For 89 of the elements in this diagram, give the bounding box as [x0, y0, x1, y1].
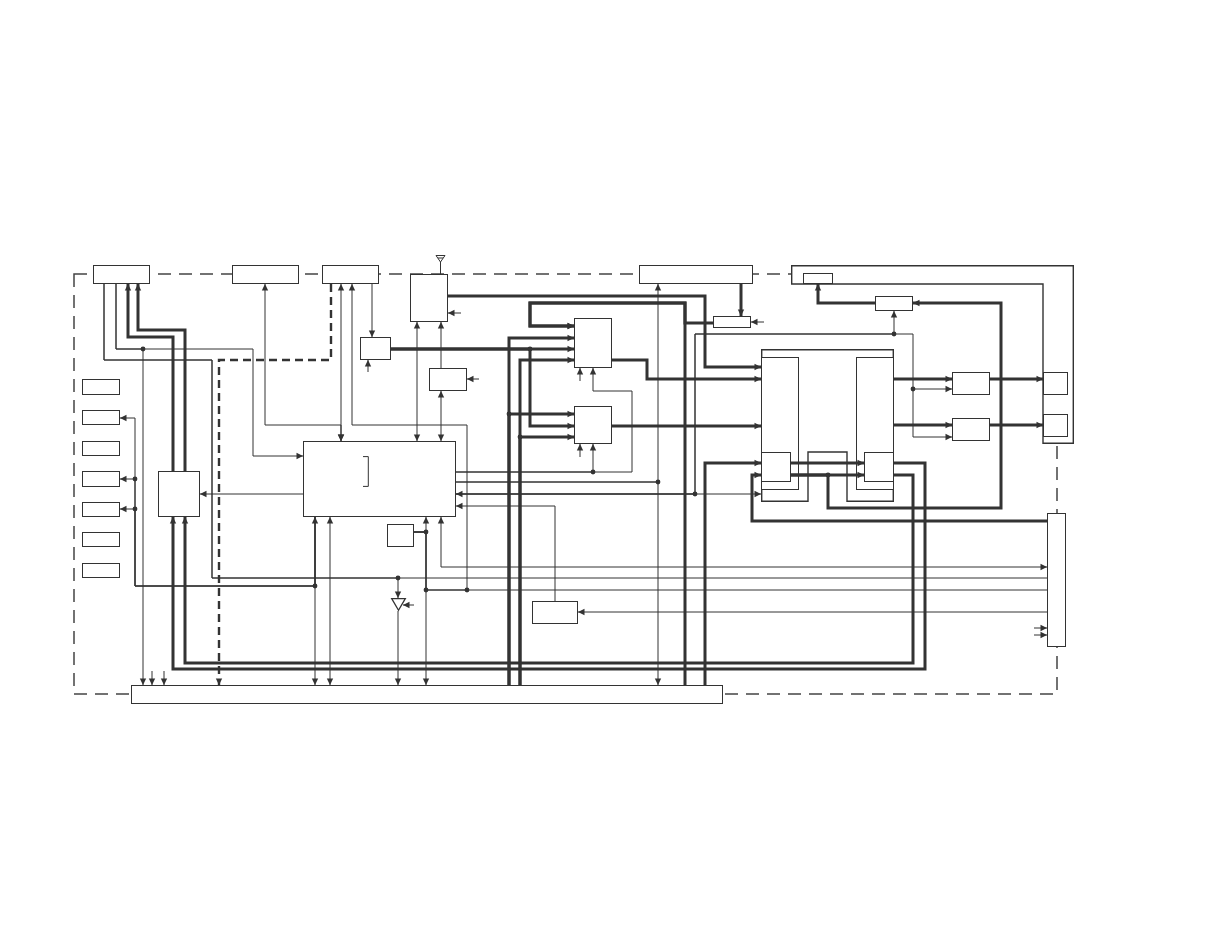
- block-box: [82, 563, 120, 578]
- arrow: [119, 505, 316, 587]
- block-box: [82, 532, 120, 547]
- block-box: [1047, 513, 1066, 647]
- block-box: [303, 441, 456, 517]
- arrow: [455, 502, 556, 602]
- arrow: [134, 284, 187, 471]
- block-box: [82, 410, 120, 425]
- block-box: [82, 379, 120, 395]
- arrow: [990, 375, 1043, 383]
- double-arrow: [413, 321, 421, 442]
- double-arrow: [337, 283, 345, 442]
- block-box: [574, 406, 612, 444]
- double-arrow: [437, 390, 445, 442]
- dashed-arrow: [215, 284, 333, 685]
- arrow: [437, 321, 445, 369]
- arrow: [528, 301, 687, 685]
- arrow: [455, 333, 953, 495]
- arrow: [791, 299, 1003, 510]
- arrow: [750, 318, 765, 326]
- arrow: [703, 459, 761, 685]
- triangle-symbol: [391, 598, 406, 611]
- block-box: [761, 357, 799, 490]
- arrow: [612, 422, 761, 430]
- arrow: [391, 347, 574, 430]
- arrow: [791, 459, 864, 467]
- block-box: [760, 451, 791, 482]
- block-box: [863, 451, 894, 482]
- arrow: [576, 367, 584, 382]
- block-box: [158, 471, 200, 517]
- block-box: [875, 296, 913, 311]
- arrow: [814, 284, 875, 305]
- arrow: [115, 283, 147, 686]
- block-box: [93, 265, 150, 284]
- block-box: [856, 357, 894, 490]
- arrow: [348, 283, 468, 591]
- arrow: [912, 385, 953, 393]
- arrow: [518, 433, 574, 685]
- arrow: [394, 610, 402, 686]
- arrow: [1033, 624, 1048, 632]
- arrow: [455, 481, 662, 686]
- block-box: [82, 502, 120, 517]
- arrow: [199, 490, 304, 498]
- block-box: [429, 368, 467, 391]
- block-box: [574, 318, 612, 368]
- block-box: [82, 471, 120, 487]
- arrow: [447, 309, 462, 317]
- arrow: [368, 283, 376, 338]
- arrow: [402, 601, 415, 609]
- block-box: [803, 273, 833, 284]
- block-box: [1043, 372, 1068, 395]
- block-box: [131, 685, 723, 704]
- arrow: [894, 421, 952, 429]
- arrow: [894, 375, 952, 383]
- arrow: [448, 294, 761, 371]
- block-box: [952, 418, 990, 441]
- arrow: [737, 284, 745, 316]
- connector-line: [103, 283, 1048, 579]
- block-box: [410, 274, 448, 322]
- double-arrow: [437, 516, 1048, 571]
- arrow: [160, 670, 168, 686]
- double-arrow: [455, 490, 762, 498]
- block-box: [322, 265, 379, 284]
- arrow: [612, 358, 761, 383]
- arrow: [103, 283, 402, 599]
- block-box: [387, 524, 414, 547]
- block-box: [713, 316, 751, 328]
- block-box: [232, 265, 299, 284]
- arrow: [455, 443, 597, 473]
- block-box: [360, 337, 391, 360]
- arrow: [577, 608, 1048, 616]
- block-box: [952, 372, 990, 395]
- block-box: [1043, 414, 1068, 437]
- block-box: [532, 601, 578, 624]
- arrow: [124, 284, 175, 471]
- block-box: [82, 441, 120, 456]
- arrow: [576, 443, 584, 458]
- double-arrow: [311, 516, 319, 686]
- double-arrow: [326, 516, 334, 686]
- arrow: [990, 421, 1043, 429]
- arrow: [364, 359, 372, 373]
- arrow: [148, 670, 156, 686]
- arrow: [507, 410, 574, 685]
- arrow: [750, 471, 1047, 523]
- arrow: [466, 375, 480, 383]
- block-box: [639, 265, 753, 284]
- arrow: [1033, 631, 1048, 639]
- block-box: [761, 349, 894, 502]
- connector-line: [413, 531, 1048, 591]
